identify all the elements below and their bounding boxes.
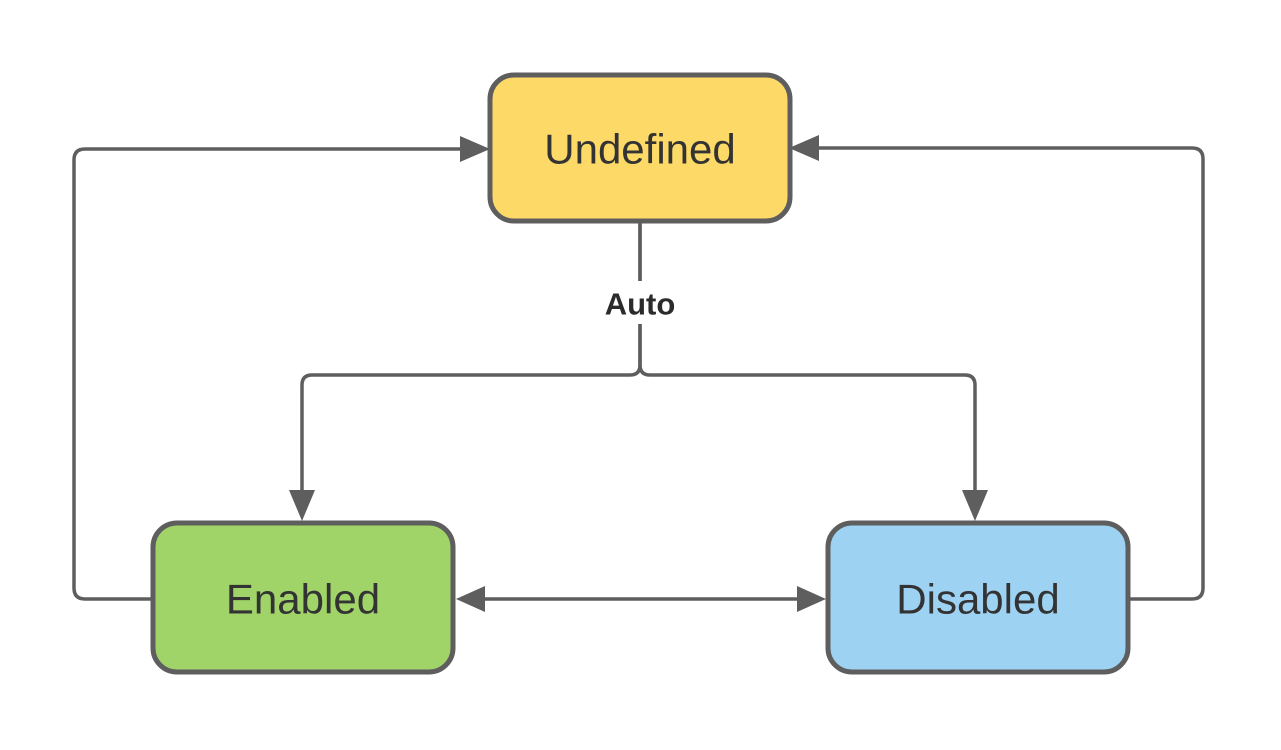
edge-enabled-to-undefined-line — [72, 147, 460, 601]
edge-undefined-to-enabled-line — [300, 221, 642, 492]
node-enabled: Enabled — [150, 520, 456, 675]
arrowhead-into-undefined-left — [460, 136, 490, 162]
edge-undefined-to-disabled-line — [638, 221, 977, 492]
edge-undefined-to-enabled — [289, 221, 642, 521]
node-disabled-label: Disabled — [896, 576, 1059, 623]
arrowhead-into-disabled-top — [962, 490, 988, 521]
arrowhead-into-enabled-top — [289, 490, 315, 521]
arrowhead-into-undefined-right — [789, 135, 819, 161]
node-undefined-label: Undefined — [544, 126, 735, 173]
node-enabled-shape — [150, 520, 456, 675]
edge-label-auto-mask — [599, 281, 681, 324]
node-disabled-shape — [825, 520, 1131, 675]
edge-disabled-to-undefined — [789, 135, 1205, 601]
edge-enabled-disabled — [456, 586, 826, 612]
edge-undefined-to-disabled — [638, 221, 988, 521]
edge-label-auto-text: Auto — [605, 287, 676, 322]
node-undefined-shape — [487, 72, 793, 224]
arrowhead-into-disabled-left — [797, 586, 826, 612]
node-undefined: Undefined — [487, 72, 793, 224]
arrowhead-into-enabled-right — [456, 586, 485, 612]
edge-enabled-to-undefined — [72, 136, 490, 601]
edge-label-auto: Auto — [599, 281, 681, 324]
node-enabled-label: Enabled — [226, 576, 380, 623]
node-disabled: Disabled — [825, 520, 1131, 675]
edge-disabled-to-undefined-line — [819, 146, 1205, 601]
